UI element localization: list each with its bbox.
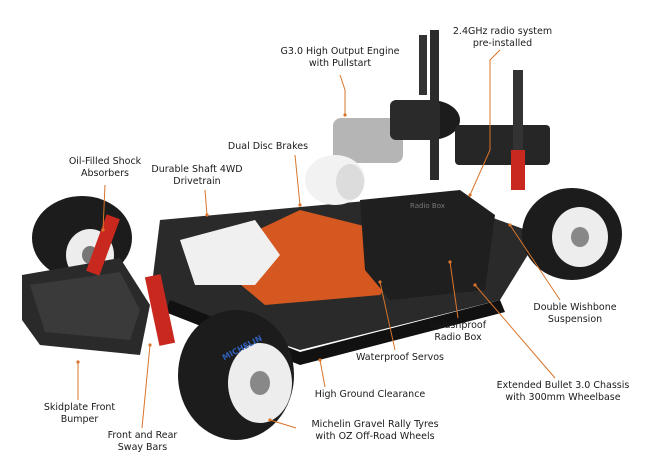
leader-line-servos [379, 281, 396, 351]
leader-dot-engine [343, 113, 347, 117]
leader-dot-chassis [473, 283, 477, 287]
leader-dot-brakes [298, 203, 302, 207]
leader-dot-splashproof [448, 260, 452, 264]
rear-shock-tower [455, 125, 550, 165]
engine-head [333, 118, 403, 163]
leader-line-tyres [269, 419, 297, 429]
leader-line-splashproof [449, 261, 459, 319]
leader-line-drivetrain [204, 189, 208, 216]
callout-servos: Waterproof Servos [356, 352, 444, 363]
gear-cover [180, 220, 280, 285]
leader-line-swaybars [141, 344, 151, 429]
leader-line-chassis [474, 284, 556, 379]
leader-dot-servos [378, 280, 382, 284]
leader-dot-radio [468, 193, 472, 197]
radio-box-label: Radio Box [410, 202, 445, 210]
rear-shock-left [513, 70, 523, 160]
leader-dot-tyres [268, 418, 272, 422]
leader-line-clearance [319, 359, 326, 388]
leader-line-shocks [102, 184, 106, 231]
front-shock-right [144, 274, 176, 346]
leader-line-engine [339, 74, 346, 115]
leader-line-brakes [294, 154, 301, 206]
leader-dot-shocks [101, 228, 105, 232]
callout-brakes: Dual Disc Brakes [227, 141, 309, 152]
leader-dot-skidplate [76, 360, 80, 364]
leader-dot-wishbone [508, 223, 512, 227]
radio-box [360, 190, 495, 300]
leader-lines [76, 49, 561, 429]
leader-line-wishbone [509, 224, 561, 301]
front-shock-left [86, 214, 120, 276]
leader-dot-swaybars [148, 343, 152, 347]
leader-dot-drivetrain [205, 213, 209, 217]
leader-line-radio [469, 49, 501, 196]
leader-dot-clearance [318, 358, 322, 362]
callout-ground-clearance: High Ground Clearance [314, 389, 426, 400]
